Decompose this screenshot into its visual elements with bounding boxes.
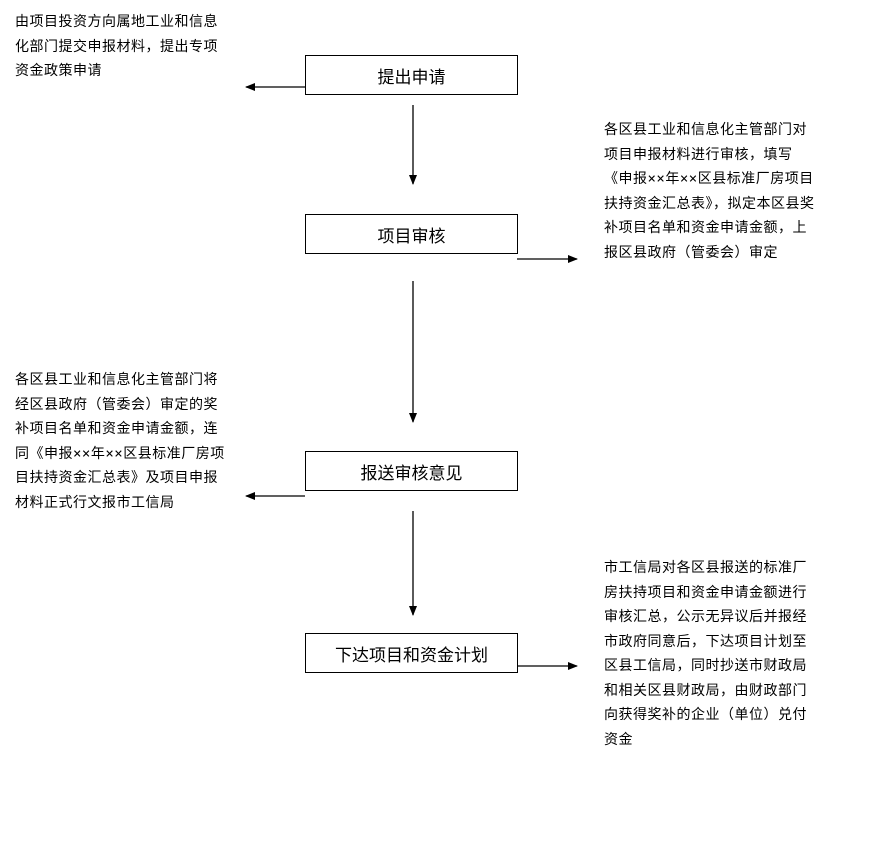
note-project-review: 各区县工业和信息化主管部门对项目申报材料进行审核，填写《申报××年××区县标准厂… — [604, 122, 815, 261]
step-submit-application: 提出申请 — [305, 55, 518, 95]
step-project-review: 项目审核 — [305, 214, 518, 254]
note-submit-application: 由项目投资方向属地工业和信息化部门提交申报材料，提出专项资金政策申请 — [15, 14, 218, 79]
step-issue-fund-plan: 下达项目和资金计划 — [305, 633, 518, 673]
note-submit-review-opinion: 各区县工业和信息化主管部门将经区县政府（管委会）审定的奖补项目名单和资金申请金额… — [15, 372, 225, 511]
step-submit-review-opinion: 报送审核意见 — [305, 451, 518, 491]
note-issue-fund-plan: 市工信局对各区县报送的标准厂房扶持项目和资金申请金额进行审核汇总，公示无异议后并… — [604, 560, 807, 748]
